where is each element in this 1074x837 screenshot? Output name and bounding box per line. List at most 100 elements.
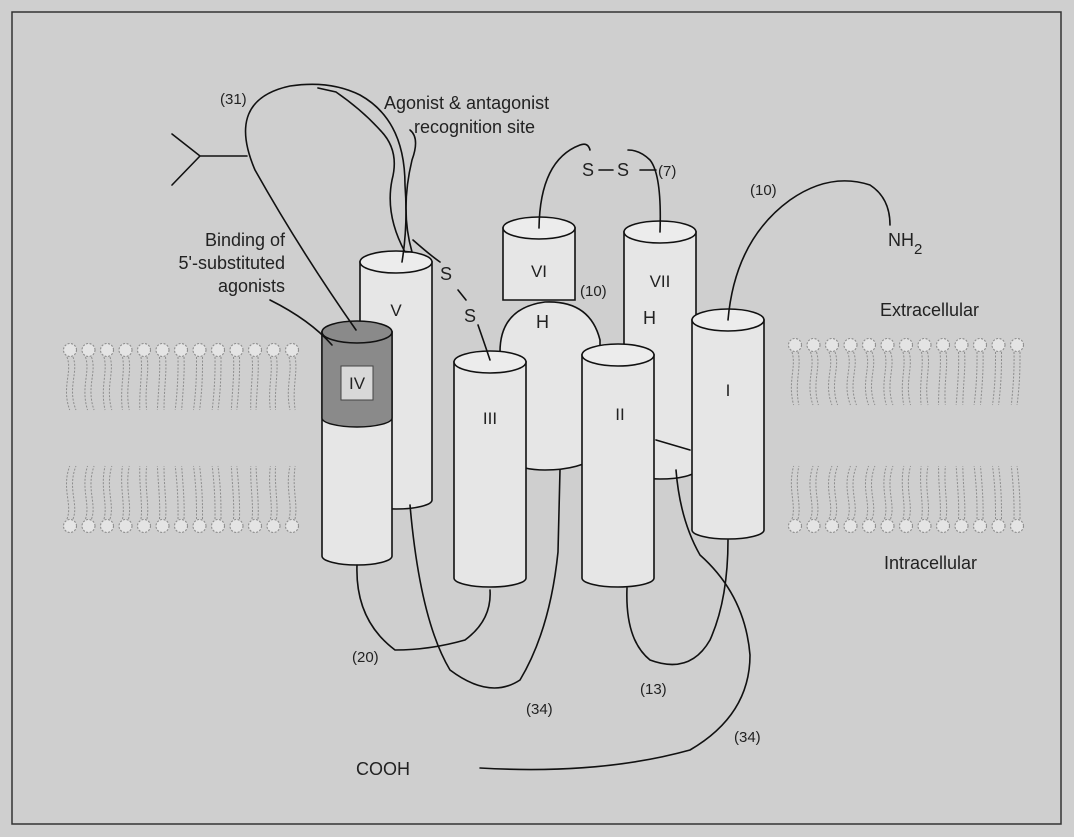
disulfide-top-s1: S bbox=[582, 160, 594, 180]
lipid-tail bbox=[829, 466, 832, 519]
lipid-tail bbox=[128, 357, 130, 410]
nh2-label: NH2 bbox=[888, 230, 922, 258]
lipid-tail bbox=[980, 466, 983, 519]
lipid-tail bbox=[956, 466, 959, 519]
lipid-tail bbox=[294, 357, 296, 410]
helix-i bbox=[692, 309, 764, 539]
lipid-tail bbox=[1017, 466, 1020, 519]
lipid-head bbox=[156, 520, 169, 533]
helix-vi bbox=[503, 217, 575, 300]
membrane-left-inner-leaflet bbox=[64, 466, 299, 533]
lipid-tail bbox=[999, 466, 1002, 519]
lipid-tail bbox=[164, 357, 166, 410]
lipid-tail bbox=[853, 352, 856, 405]
lipid-tail bbox=[200, 466, 203, 519]
lipid-head bbox=[212, 344, 225, 357]
helix-vii-label: VII bbox=[650, 272, 671, 291]
lipid-tail bbox=[908, 352, 910, 405]
lipid-tail bbox=[834, 466, 837, 519]
cooh-label: COOH bbox=[356, 759, 410, 779]
lipid-tail bbox=[91, 357, 94, 410]
lipid-head bbox=[267, 520, 280, 533]
lipid-tail bbox=[182, 357, 185, 410]
lipid-head bbox=[937, 339, 950, 352]
lipid-tail bbox=[810, 466, 813, 519]
lipid-tail bbox=[974, 352, 977, 405]
lipid-head bbox=[974, 520, 987, 533]
disulfide-top-s2: S bbox=[617, 160, 629, 180]
count-7: (7) bbox=[658, 163, 676, 180]
lipid-tail bbox=[797, 466, 799, 519]
loop-7-left bbox=[539, 144, 590, 228]
lipid-head bbox=[918, 339, 931, 352]
lipid-tail bbox=[85, 357, 88, 410]
nh2-prefix: NH bbox=[888, 230, 914, 250]
lipid-tail bbox=[73, 466, 76, 519]
lipid-tail bbox=[1017, 352, 1020, 405]
lipid-tail bbox=[927, 466, 929, 519]
count-34-mid: (34) bbox=[526, 701, 553, 718]
lipid-tail bbox=[256, 357, 258, 410]
lipid-head bbox=[955, 339, 968, 352]
lipid-tail bbox=[288, 357, 290, 410]
lipid-tail bbox=[865, 466, 868, 519]
lipid-tail bbox=[109, 466, 111, 519]
lipid-head bbox=[844, 339, 857, 352]
lipid-tail bbox=[908, 466, 910, 519]
count-34-low: (34) bbox=[734, 729, 761, 746]
lipid-tail bbox=[810, 352, 813, 405]
lipid-head bbox=[101, 520, 114, 533]
lipid-tail bbox=[963, 352, 965, 405]
lipid-head bbox=[937, 520, 950, 533]
lipid-head bbox=[101, 344, 114, 357]
lipid-tail bbox=[66, 357, 69, 410]
helix-iv-label: IV bbox=[349, 374, 366, 393]
disulfide-side-s2: S bbox=[464, 306, 476, 326]
lipid-tail bbox=[902, 466, 904, 519]
lipid-tail bbox=[890, 466, 893, 519]
lipid-tail bbox=[902, 352, 904, 405]
lipid-head bbox=[64, 520, 77, 533]
helix-i-label: I bbox=[726, 381, 731, 400]
lipid-tail bbox=[175, 466, 178, 519]
lipid-tail bbox=[816, 352, 818, 405]
lipid-tail bbox=[218, 466, 221, 519]
binding-label-3: agonists bbox=[218, 276, 285, 296]
lipid-head bbox=[267, 344, 280, 357]
lipid-head bbox=[992, 339, 1005, 352]
helix-ii bbox=[582, 344, 654, 587]
lipid-head bbox=[789, 520, 802, 533]
lipid-tail bbox=[945, 352, 947, 405]
lipid-head bbox=[955, 520, 968, 533]
lipid-tail bbox=[146, 466, 148, 519]
lipid-head bbox=[826, 339, 839, 352]
lipid-tail bbox=[73, 357, 76, 410]
loop-7-right bbox=[628, 150, 660, 232]
lipid-tail bbox=[270, 466, 272, 519]
lipid-tail bbox=[231, 466, 233, 519]
lipid-tail bbox=[847, 352, 850, 405]
lipid-head bbox=[1011, 339, 1024, 352]
glycosylation-branch bbox=[172, 134, 247, 185]
lipid-head bbox=[249, 520, 262, 533]
lipid-tail bbox=[200, 357, 203, 410]
lipid-head bbox=[286, 520, 299, 533]
recognition-site-label-2: recognition site bbox=[414, 117, 535, 137]
count-13: (13) bbox=[640, 681, 667, 698]
lipid-tail bbox=[164, 466, 166, 519]
lipid-tail bbox=[157, 357, 159, 410]
extracellular-label: Extracellular bbox=[880, 300, 979, 320]
lipid-tail bbox=[218, 357, 221, 410]
lipid-tail bbox=[921, 352, 923, 405]
lipid-tail bbox=[122, 357, 124, 410]
lipid-head bbox=[807, 339, 820, 352]
membrane-left-outer-leaflet bbox=[64, 344, 299, 411]
disulfide-side-link-2 bbox=[458, 290, 466, 300]
count-10-mid: (10) bbox=[580, 283, 607, 300]
helix-vi-label: VI bbox=[531, 262, 547, 281]
lipid-head bbox=[175, 520, 188, 533]
lipid-head bbox=[789, 339, 802, 352]
lipid-tail bbox=[251, 466, 253, 519]
